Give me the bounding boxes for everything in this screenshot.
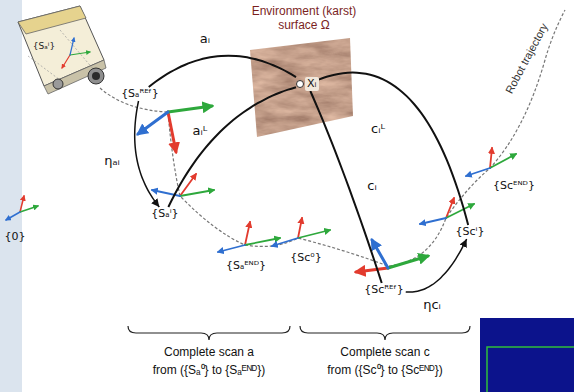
point-dot bbox=[296, 80, 304, 88]
frame-label: {Sᴄ⁰} bbox=[288, 251, 323, 265]
side-strip bbox=[0, 0, 22, 392]
robot-trajectory bbox=[100, 10, 565, 266]
edge-label-box: cᵢᴸ bbox=[370, 121, 386, 136]
scan-caption: Complete scan c bbox=[340, 345, 429, 359]
robot-illustration bbox=[18, 6, 106, 94]
edge-label-box: aᵢᴸ bbox=[192, 123, 209, 138]
label-box: Robot trajectory bbox=[503, 21, 551, 96]
robot-illustration bbox=[53, 79, 63, 89]
edge-label-box: cᵢ bbox=[366, 178, 377, 193]
vector-label: ηₐᵢ bbox=[103, 153, 121, 168]
frame-axes bbox=[446, 204, 474, 218]
frame-axes bbox=[420, 218, 446, 224]
frame-axes bbox=[245, 222, 250, 245]
robot-illustration bbox=[60, 30, 94, 70]
scan-brace bbox=[128, 326, 290, 340]
frame-axes bbox=[180, 190, 214, 196]
frame-axes bbox=[298, 218, 302, 238]
vector-label: aᵢ bbox=[199, 31, 211, 46]
vector-label: ηᴄᵢ bbox=[422, 297, 442, 312]
frame-axes bbox=[20, 206, 38, 212]
frame-label: {Sᴄᴱᴺᴰ} bbox=[491, 179, 537, 193]
robot-illustration bbox=[88, 68, 104, 84]
frame-axes bbox=[62, 55, 70, 68]
edge-label-box: aᵢ bbox=[199, 31, 211, 46]
scan-range: from ({Sᴄ⁰} to {Sᴄᴱᴺᴰ}) bbox=[327, 363, 443, 377]
frame-axes bbox=[272, 238, 298, 246]
frame-name: {Sₐᴱᴺᴰ} bbox=[224, 259, 268, 273]
frame-name: {Sᴄⁱ} bbox=[454, 225, 487, 239]
robot-illustration bbox=[44, 60, 106, 94]
trajectory-label: Robot trajectory bbox=[503, 21, 551, 96]
frame-axes bbox=[168, 112, 176, 152]
frame-name: {Sᴄᴿᴱᶠ} bbox=[362, 283, 405, 297]
edge-label-box: ηₐᵢ bbox=[103, 153, 121, 168]
frame-axes bbox=[490, 148, 492, 168]
label-box: Complete scan c bbox=[340, 345, 429, 359]
frame-axes bbox=[138, 112, 168, 134]
frame-axes bbox=[466, 168, 490, 176]
frame-axes bbox=[70, 52, 90, 55]
frame-label: {Sₐᴱᴺᴰ} bbox=[224, 259, 268, 273]
inset-panel bbox=[480, 318, 574, 392]
robot-illustration bbox=[18, 6, 86, 34]
frame-axes bbox=[490, 154, 516, 168]
rock-surface bbox=[250, 38, 353, 137]
surface-point: Xᵢ bbox=[296, 77, 319, 91]
frame-name: {Sₐⁱ} bbox=[32, 41, 56, 52]
frame-axes bbox=[298, 230, 330, 238]
frame-label: {Sᴄᴿᴱᶠ} bbox=[362, 283, 405, 297]
vector-label: cᵢᴸ bbox=[370, 121, 386, 136]
robot-illustration bbox=[18, 6, 104, 86]
frame-axes bbox=[245, 238, 280, 245]
frame-axes bbox=[388, 256, 428, 268]
label-box: {0} bbox=[3, 230, 28, 244]
label-box: Complete scan a bbox=[164, 345, 254, 359]
frame-axes bbox=[6, 212, 20, 220]
edge-label-box: ηᴄᵢ bbox=[422, 297, 442, 312]
robot-illustration bbox=[92, 72, 100, 80]
frame-label: {Sᴄⁱ} bbox=[454, 225, 487, 239]
frame-label: {Sₐⁱ} bbox=[149, 207, 180, 221]
frame-axes bbox=[168, 106, 212, 112]
frame-axes bbox=[6, 38, 516, 272]
vector-label: aᵢᴸ bbox=[192, 123, 209, 138]
vector-arc bbox=[135, 101, 160, 207]
frame-name: {0} bbox=[3, 230, 28, 244]
surface-region: Environment (karst) surface Ω Xᵢ bbox=[243, 4, 365, 144]
point-label: Xᵢ bbox=[305, 77, 319, 91]
frame-axes bbox=[218, 245, 245, 252]
frame-name: {Sₐᴿᴱᶠ} bbox=[119, 87, 161, 101]
inset-frame bbox=[487, 347, 574, 392]
scan-caption: Complete scan a bbox=[164, 345, 254, 359]
scan-range: from ({Sₐ⁰} to {Sₐᴱᴺᴰ}) bbox=[153, 363, 265, 377]
label-box: from ({Sₐ⁰} to {Sₐᴱᴺᴰ}) bbox=[153, 363, 265, 377]
vector-label: cᵢ bbox=[366, 178, 377, 193]
label-box: from ({Sᴄ⁰} to {Sᴄᴱᴺᴰ}) bbox=[327, 363, 443, 377]
frame-axes bbox=[356, 268, 388, 272]
scan-brace bbox=[128, 326, 470, 340]
region-heading: Environment (karst) surface Ω bbox=[243, 4, 365, 32]
label-box: {Sₐⁱ} bbox=[32, 41, 56, 52]
frame-axes bbox=[70, 38, 74, 55]
frame-name: {Sᴄ⁰} bbox=[288, 251, 323, 265]
frame-name: {Sᴄᴱᴺᴰ} bbox=[491, 179, 537, 193]
frame-label: {Sₐᴿᴱᶠ} bbox=[119, 87, 161, 101]
robot-illustration bbox=[28, 56, 60, 80]
frame-axes bbox=[20, 196, 24, 212]
frame-name: {Sₐⁱ} bbox=[149, 207, 180, 221]
vector-arc bbox=[406, 239, 467, 292]
scan-brace bbox=[300, 326, 470, 340]
